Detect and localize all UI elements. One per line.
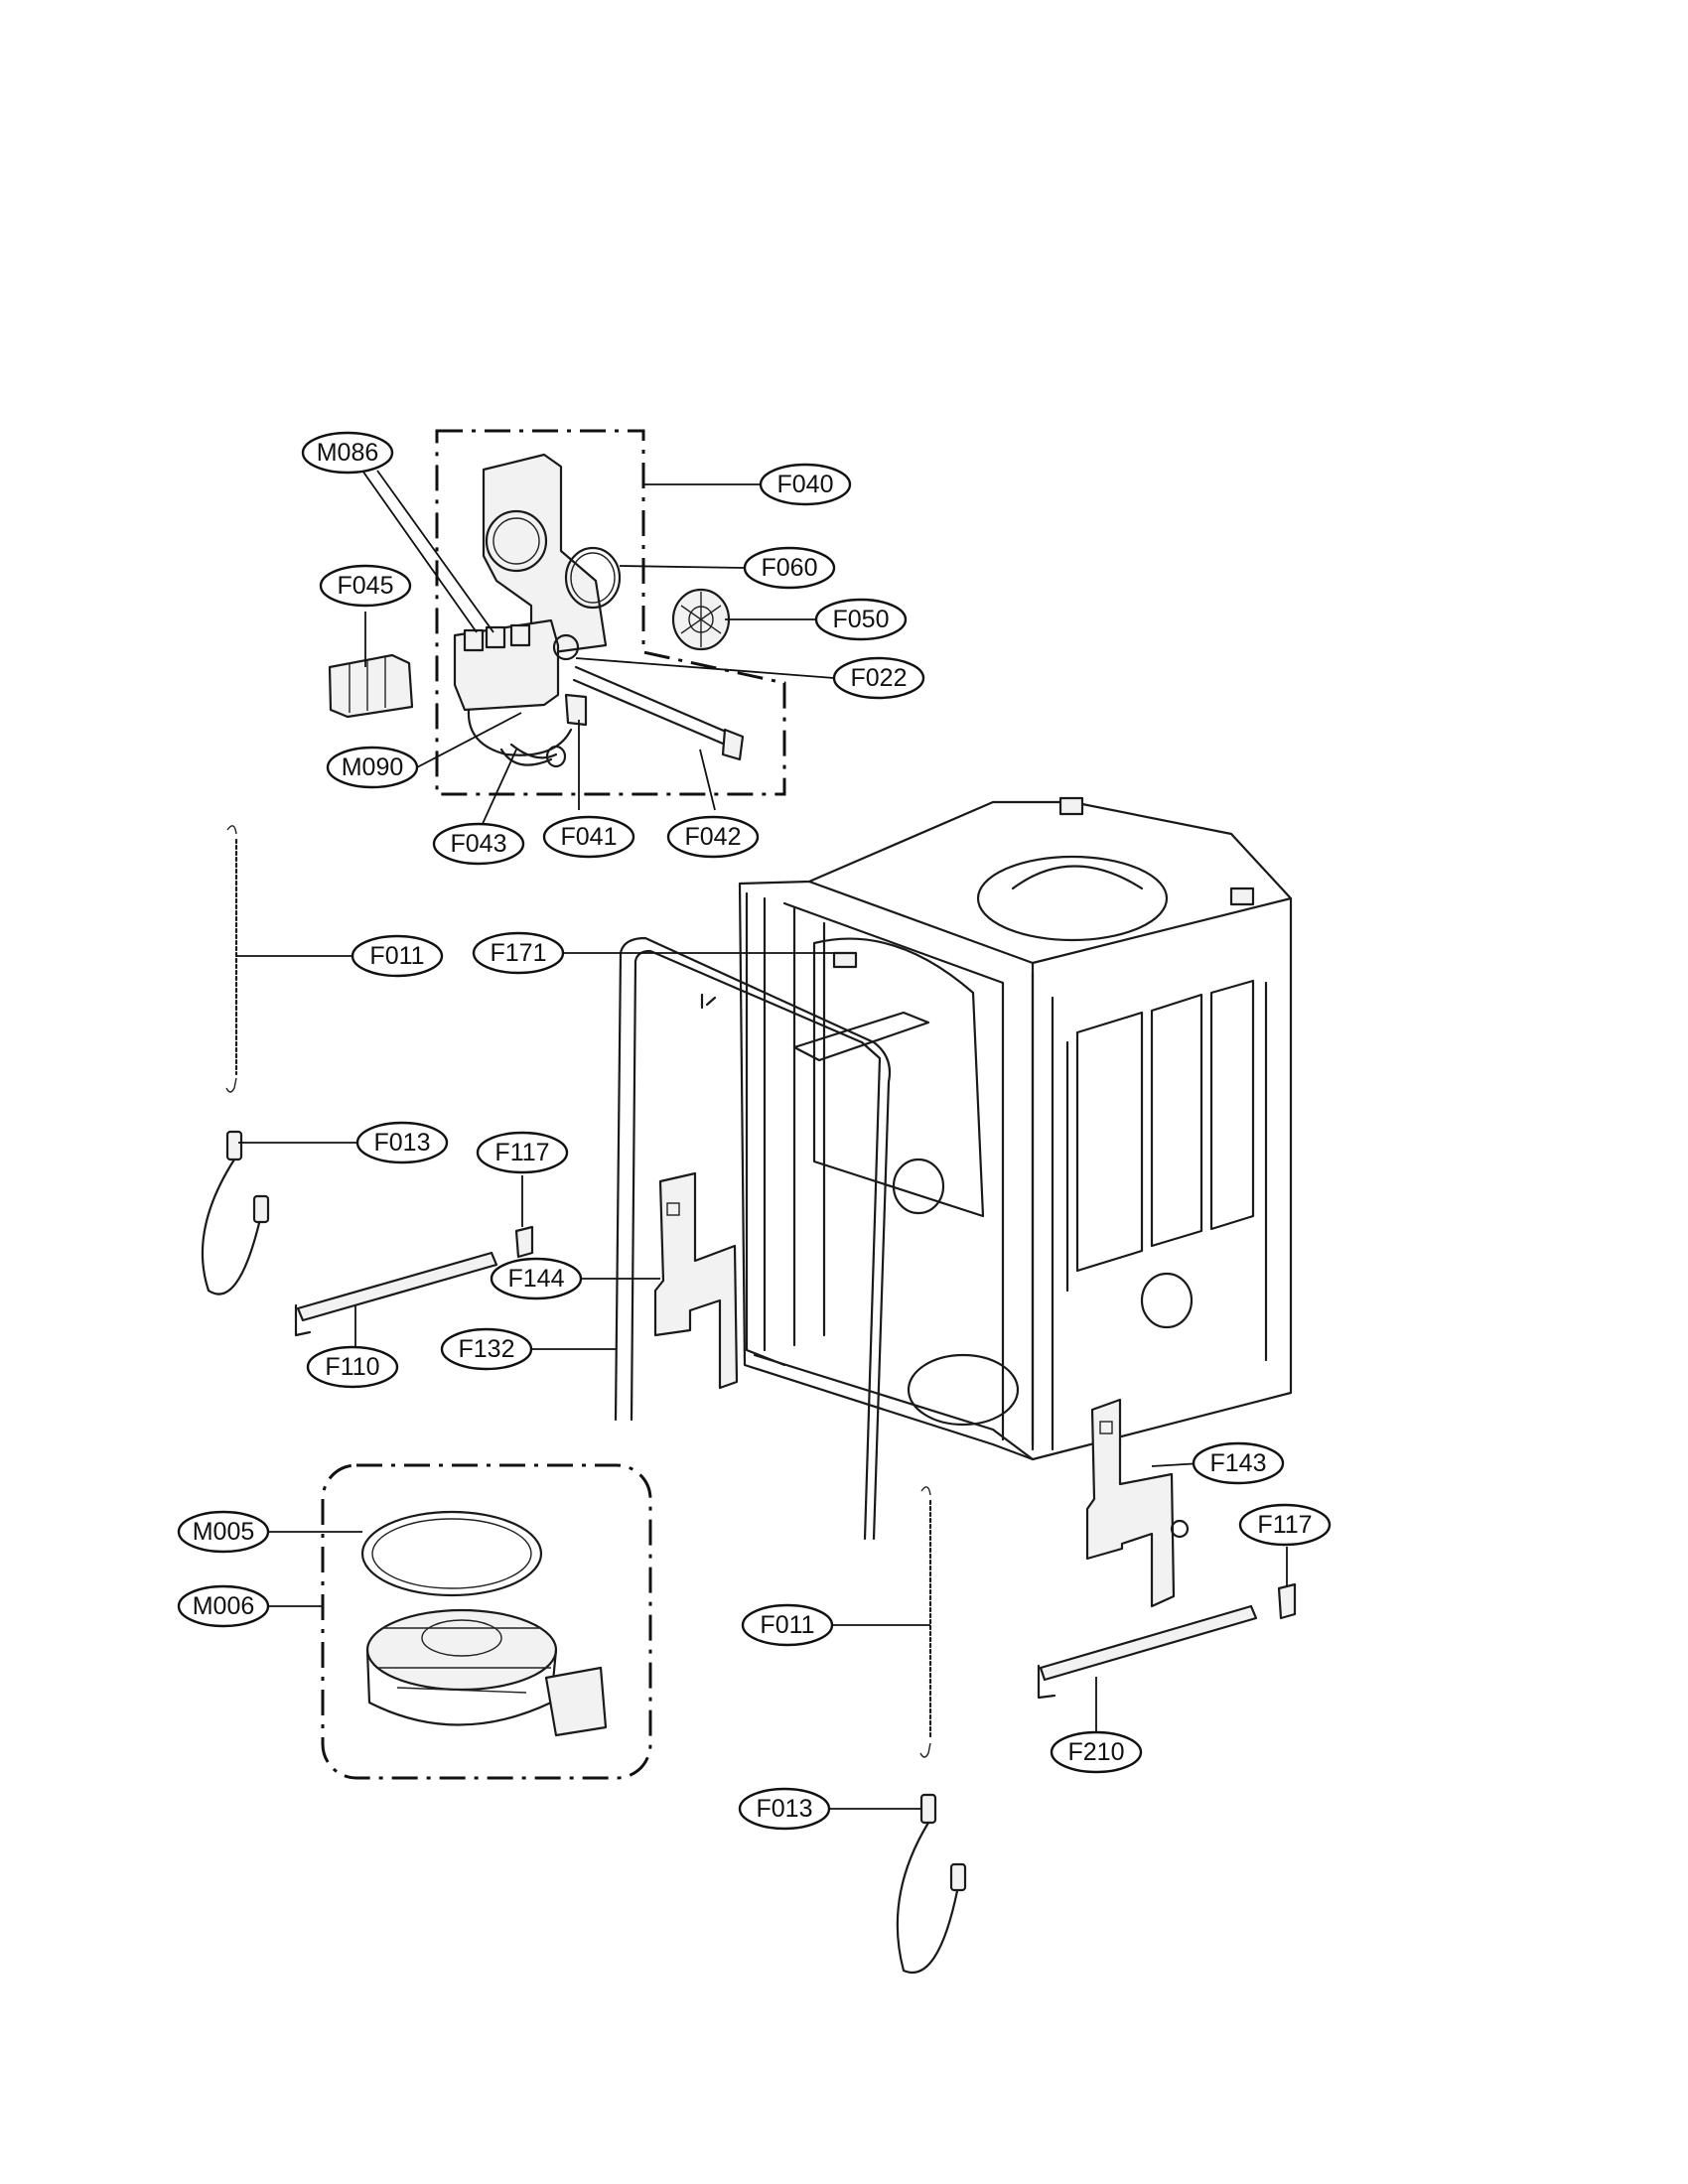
callout-f143-label: F143 [1210, 1449, 1267, 1477]
callout-f042: F042 [666, 815, 760, 859]
callout-f171-label: F171 [491, 939, 547, 967]
callout-f210: F210 [1050, 1730, 1143, 1774]
callout-f117-lower: F117 [1238, 1503, 1332, 1547]
callout-f043: F043 [432, 822, 525, 866]
callout-f143: F143 [1192, 1441, 1285, 1485]
door-rail-left [294, 1251, 498, 1337]
callout-f117-upper: F117 [476, 1131, 569, 1174]
callout-m005: M005 [177, 1510, 270, 1554]
hinge-clip-left [514, 1225, 534, 1259]
gasket-ring [360, 1510, 543, 1597]
sump-cover-plate [482, 453, 608, 657]
water-inlet-pipe [572, 665, 745, 761]
callout-f013-upper-label: F013 [374, 1129, 431, 1157]
callout-f132: F132 [440, 1327, 533, 1371]
callout-f210-label: F210 [1068, 1738, 1125, 1766]
callout-f117-lower-label: F117 [1257, 1511, 1312, 1539]
callout-m086-label: M086 [317, 439, 379, 467]
callout-f041: F041 [542, 815, 635, 859]
o-ring-seal [564, 546, 622, 610]
callout-f013-lower: F013 [738, 1787, 831, 1831]
door-rail-right [1037, 1604, 1258, 1700]
callout-f043-label: F043 [451, 830, 507, 858]
callout-f132-label: F132 [459, 1335, 515, 1363]
callout-m090-label: M090 [342, 753, 404, 781]
hinge-bracket-left [653, 1171, 739, 1390]
callout-f060-label: F060 [762, 554, 818, 582]
callout-f013-upper: F013 [355, 1121, 449, 1164]
callout-f013-lower-label: F013 [757, 1795, 813, 1823]
callout-f050-label: F050 [833, 606, 890, 633]
callout-f060: F060 [743, 546, 836, 590]
callout-f045: F045 [319, 564, 412, 608]
leader-lines [236, 470, 1288, 1810]
pump-motor-group-outline [321, 1463, 652, 1780]
door-cable-right [896, 1793, 967, 1974]
heater-sump-housing [453, 618, 580, 759]
callout-f040-label: F040 [777, 471, 834, 498]
callout-f011-lower: F011 [741, 1603, 834, 1647]
callout-f050: F050 [814, 598, 908, 641]
callout-f022: F022 [832, 656, 925, 700]
callout-f042-label: F042 [685, 823, 742, 851]
callout-f011-lower-label: F011 [760, 1611, 814, 1639]
callout-f011-upper: F011 [351, 934, 444, 978]
callout-f110-label: F110 [325, 1353, 379, 1381]
callout-m090: M090 [326, 746, 419, 789]
drain-hose-elbow [499, 745, 567, 768]
callout-f022-label: F022 [851, 664, 908, 692]
callout-f041-label: F041 [561, 823, 618, 851]
callout-f117-upper-label: F117 [494, 1139, 549, 1166]
callout-m086: M086 [301, 431, 394, 475]
callout-f045-label: F045 [338, 572, 394, 600]
hinge-bracket-right [1085, 1398, 1190, 1608]
callout-f110: F110 [306, 1345, 399, 1389]
callout-m006: M006 [177, 1584, 270, 1628]
callout-f040: F040 [759, 463, 852, 506]
callout-m005-label: M005 [193, 1518, 255, 1546]
dishwasher-tub [738, 796, 1293, 1461]
side-cover-plate [328, 653, 414, 719]
door-spring-left [225, 825, 238, 1093]
filter-cap [671, 588, 731, 651]
top-assembly-group-outline [435, 429, 786, 796]
connector-clip [564, 693, 588, 727]
door-frame-tube [614, 936, 892, 1541]
door-spring-right [919, 1486, 932, 1758]
callout-f011-upper-label: F011 [369, 942, 424, 970]
callout-m006-label: M006 [193, 1592, 255, 1620]
wash-motor-pump [365, 1608, 608, 1737]
hinge-clip-right [1277, 1582, 1297, 1620]
callout-f144: F144 [490, 1257, 583, 1300]
door-cable-left [201, 1130, 270, 1296]
callout-f144-label: F144 [508, 1265, 565, 1293]
callout-f171: F171 [472, 931, 565, 975]
